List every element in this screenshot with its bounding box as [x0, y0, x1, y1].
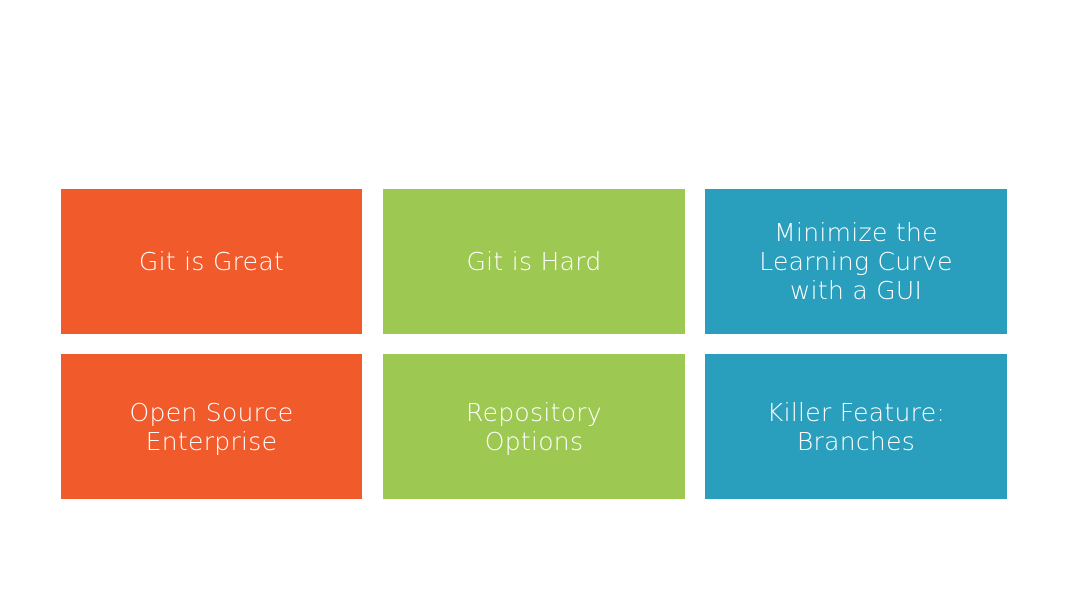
tile-label: Killer Feature: Branches	[766, 397, 946, 456]
tile-label: Open Source Enterprise	[129, 397, 294, 456]
tile-git-is-great[interactable]: Git is Great	[61, 189, 362, 334]
tile-repository-options[interactable]: Repository Options	[383, 354, 685, 499]
tile-git-is-hard[interactable]: Git is Hard	[383, 189, 685, 334]
tile-label: Minimize the Learning Curve with a GUI	[759, 218, 953, 305]
tile-minimize-learning-curve[interactable]: Minimize the Learning Curve with a GUI	[705, 189, 1007, 334]
tile-label: Git is Great	[138, 247, 285, 276]
tile-label: Git is Hard	[466, 247, 602, 276]
tile-open-source-enterprise[interactable]: Open Source Enterprise	[61, 354, 362, 499]
tile-killer-feature-branches[interactable]: Killer Feature: Branches	[705, 354, 1007, 499]
tile-label: Repository Options	[466, 397, 602, 456]
